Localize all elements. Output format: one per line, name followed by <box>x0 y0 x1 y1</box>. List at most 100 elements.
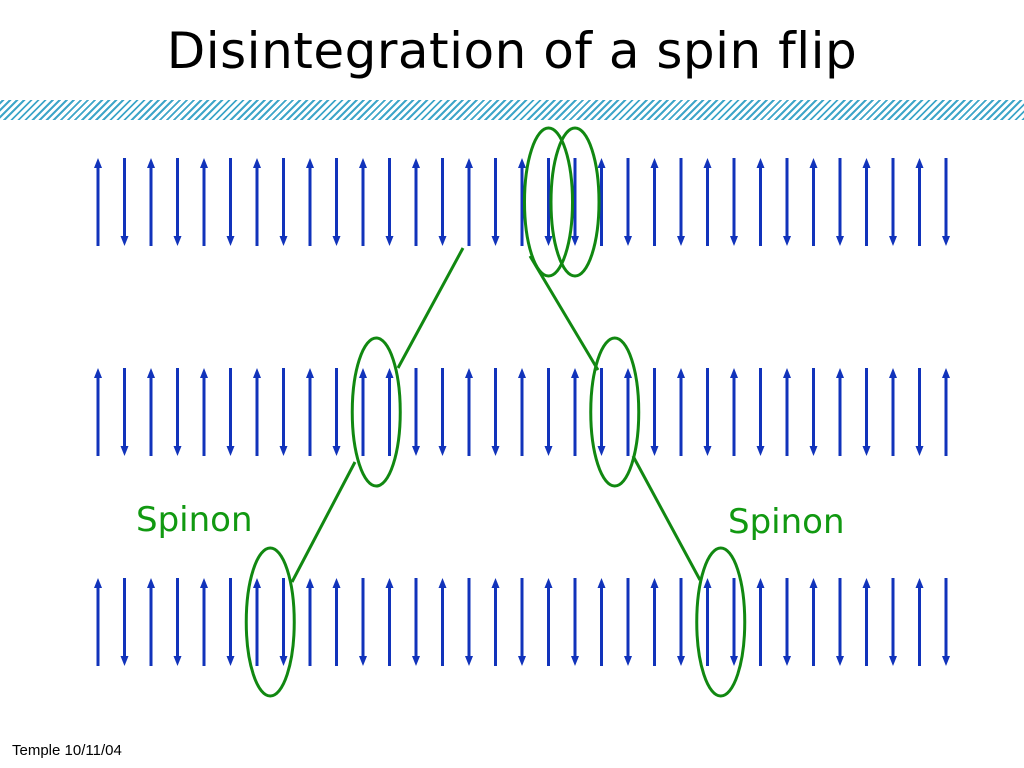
spin-down-arrow <box>226 578 235 666</box>
spin-down-arrow <box>915 368 924 456</box>
spin-down-arrow <box>173 578 182 666</box>
spin-down-arrow <box>783 578 791 666</box>
spin-up-arrow <box>677 368 685 456</box>
spin-down-arrow <box>518 578 526 666</box>
spin-up-arrow <box>359 368 367 456</box>
spin-up-arrow <box>518 158 526 246</box>
spin-down-arrow <box>438 368 447 456</box>
spin-up-arrow <box>306 578 314 666</box>
spin-down-arrow <box>226 158 235 246</box>
spin-up-arrow <box>783 368 791 456</box>
spin-down-arrow <box>862 368 871 456</box>
title-divider-stripe <box>0 100 1024 120</box>
spin-up-arrow <box>915 158 924 246</box>
spin-down-arrow <box>650 368 659 456</box>
spinon-ellipse-mid-left <box>350 336 402 488</box>
spin-up-arrow <box>253 158 261 246</box>
spin-down-arrow <box>677 578 685 666</box>
spin-down-arrow <box>544 158 553 246</box>
spin-down-arrow <box>836 578 844 666</box>
spin-down-arrow <box>279 578 288 666</box>
spin-up-arrow <box>942 368 950 456</box>
spinon-ellipse-bottom-left <box>244 546 296 698</box>
spin-down-arrow <box>756 368 765 456</box>
spin-up-arrow <box>756 578 765 666</box>
spinon-label-left: Spinon <box>136 500 253 540</box>
spin-up-arrow <box>597 158 606 246</box>
spin-down-arrow <box>942 578 950 666</box>
spin-up-arrow <box>385 368 394 456</box>
spin-up-arrow <box>306 158 314 246</box>
spin-up-arrow <box>385 578 394 666</box>
spin-up-arrow <box>730 368 738 456</box>
flip-ellipse-top-a <box>523 126 574 278</box>
spin-up-arrow <box>597 578 606 666</box>
spin-up-arrow <box>200 158 208 246</box>
spin-down-arrow <box>120 158 129 246</box>
slide-title: Disintegration of a spin flip <box>166 22 858 80</box>
spin-down-arrow <box>836 158 844 246</box>
branch-line-mid-left <box>290 461 357 583</box>
spin-up-arrow <box>650 578 659 666</box>
spin-down-arrow <box>465 578 473 666</box>
spin-up-arrow <box>703 158 712 246</box>
spin-down-arrow <box>624 158 632 246</box>
spin-up-arrow <box>306 368 314 456</box>
spin-down-arrow <box>412 368 420 456</box>
spin-up-arrow <box>862 578 871 666</box>
spin-up-arrow <box>200 368 208 456</box>
spin-down-arrow <box>597 368 606 456</box>
branch-line-mid-right <box>631 455 702 581</box>
spin-down-arrow <box>571 578 579 666</box>
spin-up-arrow <box>465 158 473 246</box>
spin-down-arrow <box>491 368 500 456</box>
spin-up-arrow <box>94 368 102 456</box>
spin-down-arrow <box>438 158 447 246</box>
spin-down-arrow <box>809 368 818 456</box>
spin-up-arrow <box>147 368 155 456</box>
spin-down-arrow <box>889 158 897 246</box>
flip-ellipse-top-b <box>549 126 601 278</box>
spin-up-arrow <box>465 368 473 456</box>
branch-line-top-right <box>528 255 600 371</box>
footer-text: Temple 10/11/04 <box>12 742 122 759</box>
spin-down-arrow <box>730 158 738 246</box>
spin-up-arrow <box>915 578 924 666</box>
spin-down-arrow <box>889 578 897 666</box>
spinon-ellipse-bottom-right <box>695 546 747 698</box>
spin-down-arrow <box>120 368 129 456</box>
row-1 <box>94 158 950 246</box>
spin-up-arrow <box>491 578 500 666</box>
spin-up-arrow <box>412 158 420 246</box>
spin-up-arrow <box>94 578 102 666</box>
spin-down-arrow <box>624 578 632 666</box>
spin-down-arrow <box>279 158 288 246</box>
spin-up-arrow <box>809 578 818 666</box>
row-2 <box>94 368 950 456</box>
spin-down-arrow <box>703 368 712 456</box>
row-3 <box>94 578 950 666</box>
spinon-ellipse-mid-right <box>589 336 641 488</box>
spin-up-arrow <box>756 158 765 246</box>
spin-down-arrow <box>730 578 738 666</box>
spin-up-arrow <box>809 158 818 246</box>
spin-down-arrow <box>226 368 235 456</box>
spin-up-arrow <box>544 578 553 666</box>
spin-up-arrow <box>889 368 897 456</box>
spin-down-arrow <box>279 368 288 456</box>
spin-down-arrow <box>491 158 500 246</box>
spin-down-arrow <box>173 368 182 456</box>
spin-up-arrow <box>253 578 261 666</box>
spinon-label-right: Spinon <box>728 502 845 542</box>
spin-up-arrow <box>862 158 871 246</box>
spin-up-arrow <box>438 578 447 666</box>
branch-line-top-left <box>396 247 465 369</box>
spin-up-arrow <box>836 368 844 456</box>
spin-down-arrow <box>332 368 341 456</box>
spin-up-arrow <box>332 578 341 666</box>
spin-up-arrow <box>624 368 632 456</box>
spin-up-arrow <box>253 368 261 456</box>
spin-up-arrow <box>703 578 712 666</box>
spin-down-arrow <box>385 158 394 246</box>
